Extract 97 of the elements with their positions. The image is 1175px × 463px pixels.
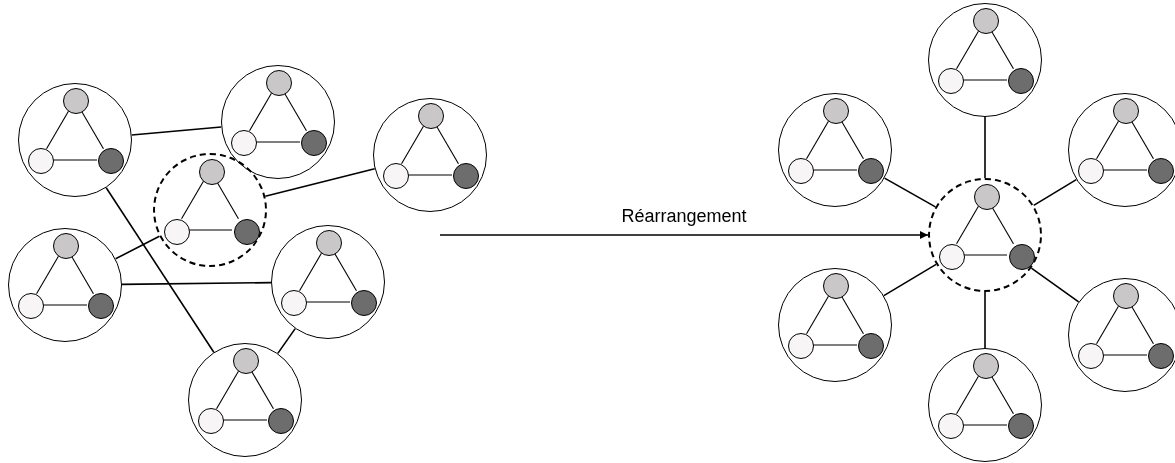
vertex-circle — [823, 98, 849, 124]
connector-line — [984, 116, 986, 179]
vertex-circle — [788, 333, 814, 359]
connector-line — [812, 344, 858, 346]
vertex-circle — [973, 353, 999, 379]
connector-line — [812, 169, 858, 171]
vertex-circle — [351, 290, 377, 316]
vertex-circle — [453, 163, 479, 189]
vertex-circle — [281, 290, 307, 316]
connector-line — [264, 168, 376, 197]
connector-line — [299, 252, 322, 292]
vertex-circle — [418, 103, 444, 129]
vertex-circle — [1113, 98, 1139, 124]
vertex-circle — [1078, 343, 1104, 369]
vertex-circle — [1009, 244, 1035, 270]
connector-line — [962, 254, 1008, 256]
arrow — [439, 231, 929, 239]
connector-line — [181, 180, 204, 220]
connector-line — [962, 424, 1008, 426]
vertex-circle — [1078, 158, 1104, 184]
connector-line — [255, 141, 301, 143]
connector-line — [71, 255, 94, 295]
vertex-circle — [266, 70, 292, 96]
vertex-circle — [1148, 343, 1174, 369]
connector-line — [991, 375, 1014, 415]
vertex-circle — [18, 293, 44, 319]
connector-line — [1102, 169, 1148, 171]
vertex-circle — [316, 230, 342, 256]
connector-line — [334, 252, 357, 292]
connector-line — [46, 110, 69, 150]
connector-line — [187, 229, 233, 231]
connector-line — [121, 281, 272, 286]
connector-line — [841, 120, 864, 160]
connector-line — [305, 301, 351, 303]
vertex-circle — [383, 163, 409, 189]
vertex-circle — [858, 158, 884, 184]
vertex-circle — [88, 293, 114, 319]
connector-line — [251, 370, 274, 410]
connector-line — [1096, 120, 1119, 160]
connector-line — [249, 92, 272, 132]
connector-line — [1131, 120, 1154, 160]
connector-line — [42, 304, 88, 306]
vertex-circle — [973, 8, 999, 34]
vertex-circle — [1113, 283, 1139, 309]
vertex-circle — [1008, 413, 1034, 439]
vertex-circle — [28, 148, 54, 174]
connector-line — [52, 159, 98, 161]
connector-line — [1030, 267, 1080, 303]
connector-line — [841, 295, 864, 335]
connector-line — [105, 186, 215, 354]
connector-line — [984, 291, 986, 349]
vertex-circle — [1148, 158, 1174, 184]
connector-line — [216, 370, 239, 410]
vertex-circle — [164, 219, 190, 245]
vertex-circle — [938, 413, 964, 439]
connector-line — [277, 327, 296, 355]
vertex-circle — [1008, 68, 1034, 94]
connector-line — [956, 30, 979, 70]
connector-line — [114, 235, 161, 260]
vertex-circle — [939, 244, 965, 270]
connector-line — [1096, 305, 1119, 345]
vertex-circle — [98, 148, 124, 174]
vertex-circle — [938, 68, 964, 94]
connector-line — [407, 174, 453, 176]
vertex-circle — [233, 348, 259, 374]
vertex-circle — [234, 219, 260, 245]
vertex-circle — [301, 130, 327, 156]
connector-line — [1032, 178, 1078, 207]
dashed-group-circle — [153, 153, 267, 267]
vertex-circle — [198, 408, 224, 434]
connector-line — [436, 125, 459, 165]
vertex-circle — [231, 130, 257, 156]
connector-line — [956, 205, 979, 245]
connector-line — [222, 419, 268, 421]
vertex-circle — [858, 333, 884, 359]
connector-line — [1102, 354, 1148, 356]
vertex-circle — [268, 408, 294, 434]
connector-line — [131, 126, 222, 136]
connector-line — [806, 120, 829, 160]
connector-line — [1131, 305, 1154, 345]
connector-line — [284, 92, 307, 132]
connector-line — [991, 30, 1014, 70]
connector-line — [401, 125, 424, 165]
connector-line — [962, 79, 1008, 81]
connector-line — [806, 295, 829, 335]
dashed-group-circle — [928, 178, 1042, 292]
connector-line — [81, 110, 104, 150]
vertex-circle — [974, 184, 1000, 210]
vertex-circle — [199, 159, 225, 185]
connector-line — [883, 263, 937, 297]
vertex-circle — [63, 88, 89, 114]
vertex-circle — [53, 233, 79, 259]
connector-line — [36, 255, 59, 295]
connector-line — [883, 177, 937, 208]
vertex-circle — [788, 158, 814, 184]
connector-line — [956, 375, 979, 415]
vertex-circle — [823, 273, 849, 299]
